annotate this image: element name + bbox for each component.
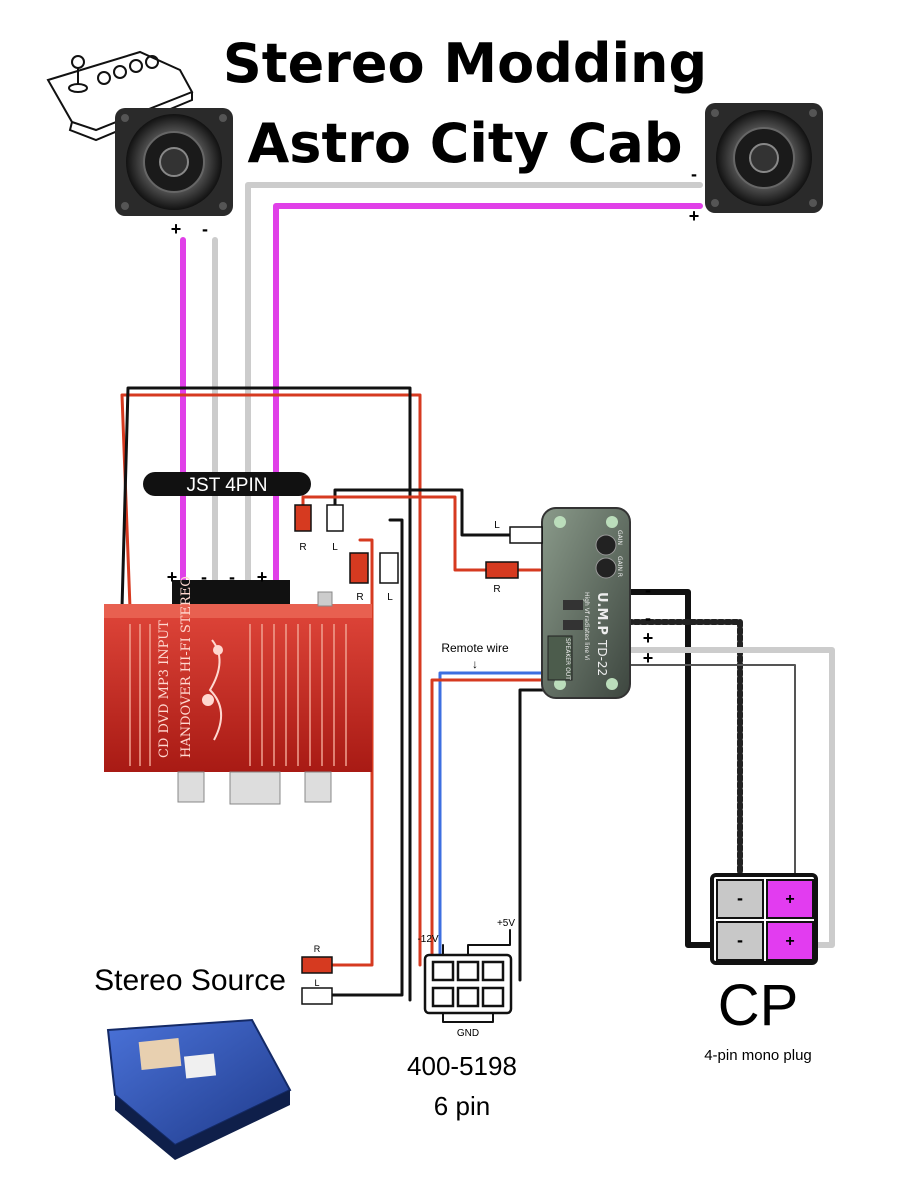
jst-label-badge [143,472,311,496]
converter-brand: U.M.P [594,592,609,635]
rca-plug-icon [294,504,344,532]
harness-pin-count: 6 pin [434,1091,490,1121]
amp-faceplate-line-1: CD DVD MP3 INPUT [157,620,172,758]
amp-in-L-label: L [387,592,393,603]
converter-terminal-3: + [643,628,654,648]
amp-in-R-label: R [356,592,363,603]
rca-plug-icon [349,552,399,584]
converter-ground-wire [518,688,545,982]
remote-wire-arrow: ↓ [472,657,478,671]
music-note-icon [202,639,223,741]
harness-connector [423,953,513,1015]
cp-minus-black-wire [625,589,715,948]
left-speaker-minus-label: - [202,219,208,239]
cp-minus-striped-wire [625,619,743,881]
amp-faceplate-line-2: HANDOVER HI-FI STEREO [179,576,194,758]
harness-plus5v-label: +5V [497,918,515,929]
source-L-label: L [314,978,319,988]
amp-terminal-4: + [257,567,268,587]
converter-L-label: L [494,520,500,531]
stereo-source-label: Stereo Source [94,964,286,997]
right-speaker-plus-label: + [689,206,700,226]
source-R-label: R [314,944,321,954]
amp-terminal-3: - [229,567,235,587]
harness-gnd-label: GND [457,1028,479,1039]
harness-gnd-lead [442,1012,494,1023]
left-speaker-plus-label: + [171,219,182,239]
source-L-wire [328,518,404,997]
converter-terminal-2: - [645,608,651,628]
rca-plug-icon [485,526,543,579]
converter-model: TD-22 [595,639,609,676]
cp-plug [710,873,818,965]
amplifier [104,580,372,805]
cp-plus-thin-wire [627,664,796,879]
amp-to-converter-L [333,488,542,537]
amp-out-L-label: L [332,542,338,553]
converter-chip-label: SPEAKER OUT [564,638,571,680]
game-board-icon [106,1018,292,1160]
cp-cell-4: + [785,933,794,950]
cp-plus-grey-wire [625,647,835,948]
converter-knob-label-1: GAIN [616,530,623,545]
converter-terminal-1: - [645,580,651,600]
harness-part-number: 400-5198 [407,1051,517,1081]
rca-plug-icon [301,956,333,1005]
amp-power-black-loop [120,386,412,1002]
cp-cell-1: - [737,888,743,908]
amp-terminal-2: - [201,567,207,587]
title-line-2: Astro City Cab [248,112,683,175]
cp-cell-2: + [785,891,794,908]
converter-knob-label-2: GAIN R [616,556,623,577]
cp-sublabel: 4-pin mono plug [704,1047,812,1064]
converter-R-label: R [493,584,500,595]
jst-connector [172,580,290,606]
harness-5v-lead [467,929,511,956]
amp-terminal-1: + [167,567,178,587]
amp-out-R-label: R [299,542,306,553]
harness-minus12v-label: -12V [417,934,438,945]
left-speaker-icon [115,108,233,216]
converter-terminal-4: + [643,648,654,668]
cp-label: CP [718,973,799,1038]
remote-red-wire [430,678,545,962]
remote-blue-wire [438,671,545,962]
amp-to-converter-R [301,495,542,572]
arcade-stick-icon [46,50,194,142]
right-speaker-minus-wire [245,182,703,593]
cp-cell-3: - [737,930,743,950]
converter-module [541,507,631,699]
title-line-1: Stereo Modding [223,32,707,95]
right-speaker-icon [705,103,823,213]
right-speaker-plus-wire [273,203,703,593]
converter-subtitle: High Vf radiates line Vi [583,592,590,661]
right-speaker-minus-label: - [691,164,697,184]
remote-wire-label: Remote wire [441,641,509,655]
jst-label: JST 4PIN [187,475,268,496]
